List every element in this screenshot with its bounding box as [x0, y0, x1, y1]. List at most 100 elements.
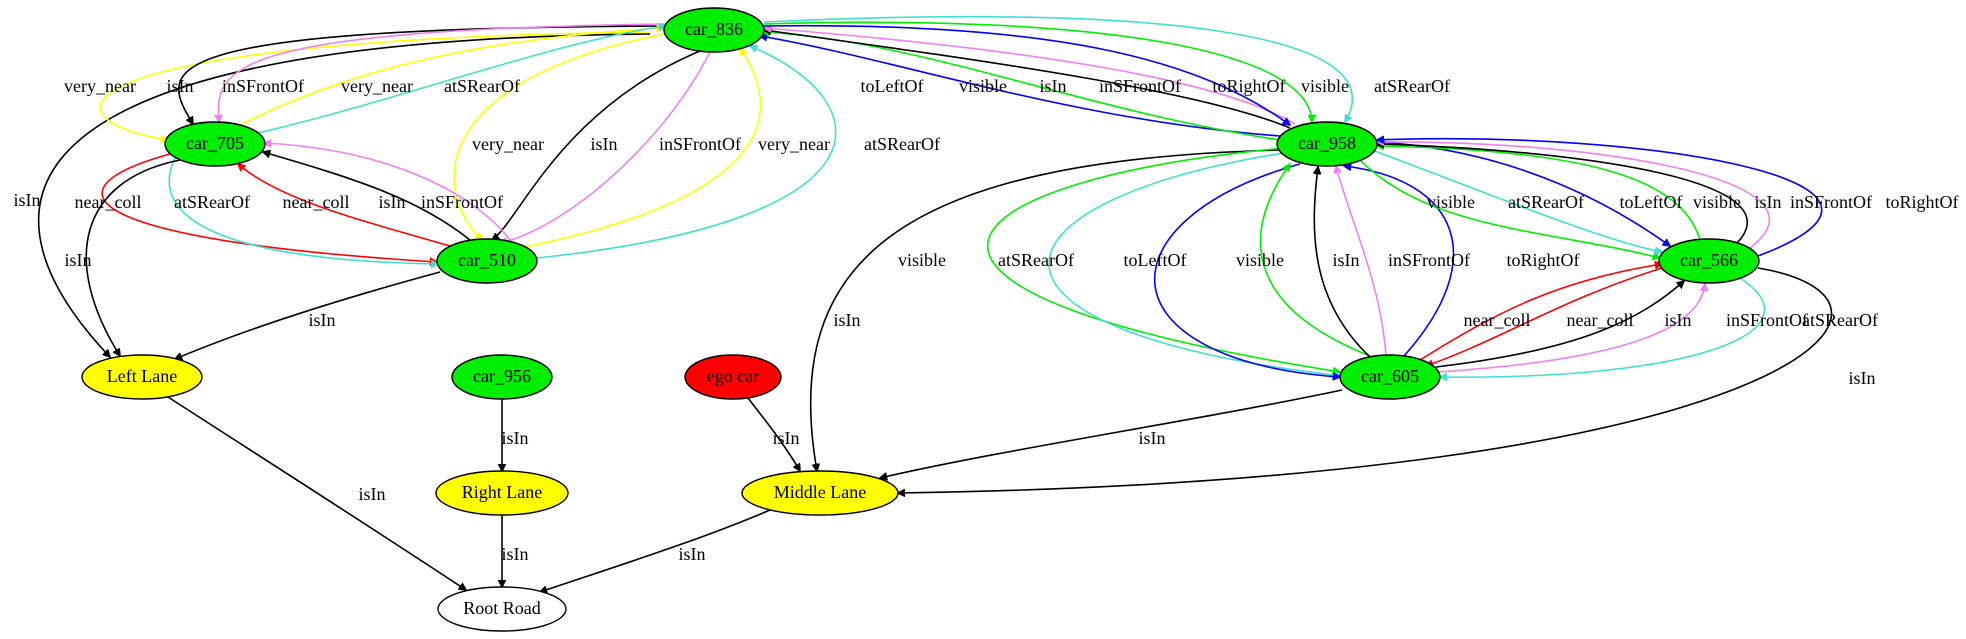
node-ellipse: [1276, 121, 1378, 167]
edge-car_566-to-car_958: [1377, 139, 1823, 257]
edge-car_705-to-car_510: [168, 157, 438, 264]
node-ellipse: [81, 354, 203, 400]
edge-car_605-to-car_958: [1344, 166, 1455, 357]
edge-label: isIn: [167, 76, 194, 96]
edge-label: toRightOf: [1506, 250, 1579, 270]
edge-car_836-to-car_958: [763, 21, 1312, 122]
edge-car_566-to-car_958: [1377, 142, 1771, 249]
edge-car_566-to-car_605: [1426, 267, 1663, 366]
node-label: Middle Lane: [774, 482, 866, 502]
nodes-layer: car_836 car_705 car_510 car_958 car_566 car_6…: [81, 7, 1760, 632]
edge-car_836-to-car_510: [453, 33, 665, 240]
edge-label: atSRearOf: [998, 250, 1074, 270]
edge-label: isIn: [1333, 250, 1360, 270]
edge-label: near_coll: [1464, 310, 1531, 330]
edge-car_836-to-left_lane: [38, 33, 651, 357]
node-label: car_958: [1298, 133, 1356, 153]
edge-car_605-to-car_958: [1314, 167, 1371, 358]
edge-car_605-to-car_958: [1336, 166, 1387, 356]
edge-label: isIn: [679, 544, 706, 564]
edge-car_836-to-car_705: [218, 23, 667, 122]
node-ego-car: ego car: [684, 354, 782, 400]
node-label: car_566: [1680, 250, 1738, 270]
node-car-705: car_705: [164, 121, 266, 167]
edge-label: toLeftOf: [861, 76, 924, 96]
node-ellipse: [1658, 238, 1760, 284]
edge-label: isIn: [502, 428, 529, 448]
edge-label: near_coll: [75, 192, 142, 212]
edge-label: toLeftOf: [1124, 250, 1187, 270]
node-car-605: car_605: [1339, 354, 1441, 400]
edge-car_705-to-car_836: [239, 28, 664, 126]
edge-label: isIn: [591, 134, 618, 154]
edge-label: very_near: [758, 134, 830, 154]
edge-label: visible: [1693, 192, 1741, 212]
edge-label: isIn: [502, 544, 529, 564]
edge-car_510-to-car_836: [519, 48, 762, 249]
edge-car_705-to-car_510: [101, 153, 437, 262]
node-car-836: car_836: [663, 7, 765, 53]
edge-car_510-to-car_705: [263, 152, 471, 241]
edge-label: isIn: [359, 484, 386, 504]
edge-car_958-to-car_605: [1153, 163, 1340, 377]
edge-ego_car-to-middle_lane: [747, 397, 800, 471]
edge-label: toRightOf: [1212, 76, 1285, 96]
edge-label: very_near: [472, 134, 544, 154]
edge-car_958-to-car_836: [764, 30, 1291, 129]
edge-label: atSRearOf: [174, 192, 250, 212]
edge-car_958-to-car_836: [762, 32, 1281, 141]
edge-label: near_coll: [1567, 310, 1634, 330]
edge-car_605-to-car_958: [1259, 164, 1371, 357]
node-label: Left Lane: [107, 366, 177, 386]
edge-label: inSFrontOf: [1388, 250, 1470, 270]
edge-label: atSRearOf: [1508, 192, 1584, 212]
edge-car_836-to-car_705: [177, 25, 664, 124]
edge-labels-layer: isIn very_near isIn inSFrontOf very_near atSR…: [14, 76, 1959, 564]
node-right-lane: Right Lane: [435, 470, 569, 516]
edge-car_836-to-car_510: [492, 50, 701, 240]
edge-car_605-to-car_566: [1435, 281, 1684, 368]
node-label: car_956: [473, 366, 531, 386]
edge-label: very_near: [64, 76, 136, 96]
edge-car_958-to-car_605: [986, 147, 1340, 372]
edge-label: inSFrontOf: [1099, 76, 1181, 96]
edge-label: visible: [898, 250, 946, 270]
edge-car_566-to-car_958: [1377, 146, 1701, 241]
edge-car_958-to-middle_lane: [809, 149, 1281, 471]
node-car-510: car_510: [436, 238, 538, 284]
edge-car_958-to-car_566: [1371, 149, 1662, 252]
edge-car_836-to-car_510: [500, 51, 711, 243]
edge-label: visible: [1236, 250, 1284, 270]
edge-label: inSFrontOf: [1726, 310, 1808, 330]
edge-car_958-to-car_566: [1359, 159, 1660, 258]
node-ellipse: [436, 238, 538, 284]
node-ellipse: [451, 354, 553, 400]
edge-left_lane-to-root_road: [167, 396, 466, 590]
edge-label: visible: [1427, 192, 1475, 212]
edge-label: visible: [959, 76, 1007, 96]
edge-label: atSRearOf: [1802, 310, 1878, 330]
edge-car_510-to-left_lane: [175, 271, 441, 359]
edge-label: atSRearOf: [444, 76, 520, 96]
edge-label: isIn: [309, 310, 336, 330]
edge-car_705-to-left_lane: [85, 159, 181, 356]
edge-label: isIn: [65, 250, 92, 270]
edge-car_958-to-car_836: [760, 36, 1281, 137]
node-ellipse: [741, 470, 899, 516]
node-label: Root Road: [463, 598, 541, 618]
node-ellipse: [663, 7, 765, 53]
node-ellipse: [684, 354, 782, 400]
node-car-566: car_566: [1658, 238, 1760, 284]
edge-car_566-to-car_958: [1377, 144, 1749, 245]
edge-label: isIn: [834, 310, 861, 330]
edge-label: inSFrontOf: [1790, 192, 1872, 212]
edge-car_566-to-car_605: [1440, 277, 1766, 377]
node-label: ego car: [707, 366, 759, 386]
edge-label: near_coll: [283, 192, 350, 212]
edge-label: isIn: [1665, 310, 1692, 330]
edge-car_605-to-car_566: [1419, 264, 1662, 361]
edge-car_510-to-car_705: [264, 143, 511, 241]
edge-label: toLeftOf: [1620, 192, 1683, 212]
node-middle-lane: Middle Lane: [741, 470, 899, 516]
edge-car_605-to-middle_lane: [880, 389, 1343, 478]
